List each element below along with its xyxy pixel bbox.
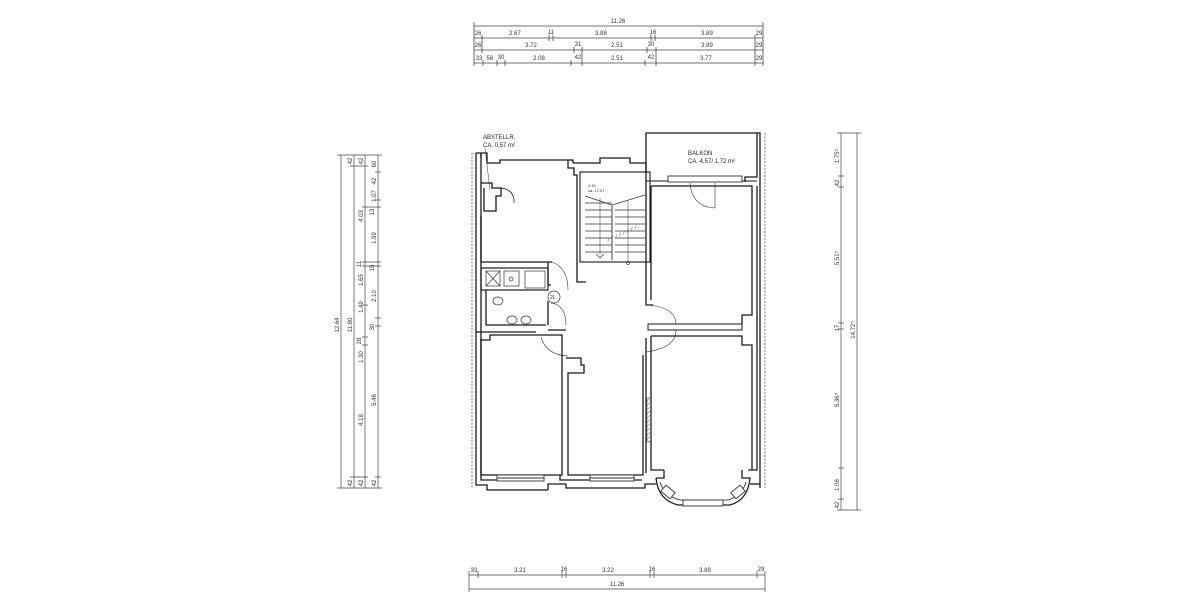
dim-label: 1.49 [359, 301, 365, 313]
dim-label: 2.51 [611, 43, 623, 49]
dim-label: 16 [649, 567, 656, 573]
dim-label: 42 [372, 177, 378, 184]
sanitary-fixtures [485, 270, 561, 325]
dim-label: 5.51⁵ [834, 250, 841, 265]
dim-label: 31 [575, 42, 582, 48]
dim-top-overall: 11.26 [611, 19, 626, 25]
toilet-icon [492, 296, 504, 306]
dim-label: 3.88 [595, 31, 607, 37]
stair-note: X St. [588, 183, 597, 188]
dim-label: 1.99 [372, 232, 378, 244]
dim-label: 30 [648, 42, 655, 48]
dim-label: 1.08 [835, 479, 841, 491]
balkon-title: BALKON [688, 151, 712, 157]
dim-label: 13 [370, 208, 376, 215]
dim-label: 11 [357, 260, 363, 267]
hatched-walls [605, 224, 652, 443]
dim-label: 3.22 [602, 568, 614, 574]
dim-label: 26 [475, 31, 482, 37]
top-dimension-labels: 11.26 26 2.67 11 3.88 16 3.89 29 26 3.72… [475, 19, 763, 62]
dim-label: 15 [370, 264, 376, 271]
dim-bottom-overall: 11.26 [610, 582, 625, 588]
top-dimension-chains [473, 22, 764, 66]
dim-label: 29 [758, 567, 765, 573]
dim-label: 1.65 [359, 274, 365, 286]
dim-label: 42 [348, 479, 354, 486]
dim-label: 42 [348, 157, 354, 164]
dim-label: 2.67 [509, 31, 521, 37]
dim-label: 16 [650, 30, 657, 36]
door-swings [540, 182, 716, 357]
dim-label: 42 [835, 501, 841, 508]
dim-label: 3.21 [514, 568, 526, 574]
washbasin-icon [506, 315, 518, 325]
dim-label: 42 [359, 157, 365, 164]
room-labels: ABSTELLR. CA. 0,57 m² BALKON CA. 4,57/ 1… [483, 135, 735, 301]
dim-label: 56 [487, 56, 494, 62]
right-dimension-labels: 1.75⁵ 42 5.51⁵ 17 5.36⁵ 1.08 42 14.72⁵ [834, 148, 857, 508]
dim-label: 3.72 [525, 43, 537, 49]
dim-left-overall: 12.64 [335, 317, 341, 333]
dim-right-overall: 14.72⁵ [850, 321, 857, 339]
dim-label: 42 [359, 479, 365, 486]
dim-label: 42 [648, 55, 655, 61]
dim-label: 1.75⁵ [834, 148, 841, 163]
dim-label: 1.30 [359, 351, 365, 363]
dim-label: 30 [370, 323, 376, 330]
abstell-leader [484, 147, 491, 191]
wc-tag-circle [547, 290, 561, 304]
dim-label: 2.51 [611, 56, 623, 62]
dim-label: 60 [372, 160, 378, 167]
dim-label: 2.10 [372, 290, 378, 302]
dim-label: 33 [471, 568, 478, 574]
windows [496, 175, 746, 507]
dim-label: 3.89 [701, 31, 713, 37]
dim-label: 5.36⁵ [834, 392, 841, 407]
dim-label: 11.80 [348, 317, 354, 332]
dim-label: 3.77 [700, 56, 712, 62]
dim-label: 42 [575, 55, 582, 61]
wc-tag: 2L [550, 295, 556, 301]
dim-label: 4.03 [359, 210, 365, 222]
left-dimension-labels: 12.64 42 11.80 42 42 4.03 11 1.65 1.49 2… [335, 157, 378, 486]
washbasin-icon [520, 315, 532, 325]
dim-label: 5.46 [372, 394, 378, 406]
right-dimension-chains [837, 132, 861, 511]
dim-label: 42 [372, 479, 378, 486]
dim-label: 16 [561, 567, 568, 573]
stair-note: ca. 17,07 [588, 188, 605, 193]
dim-label: 28 [357, 337, 363, 344]
bottom-dimension-chains [468, 571, 766, 592]
staircase [584, 194, 646, 265]
abstell-title: ABSTELLR. [483, 135, 516, 141]
shower-icon [485, 270, 501, 287]
dim-label: 3.89 [701, 43, 713, 49]
dim-label: 29 [756, 56, 763, 62]
bathtub-icon [524, 270, 546, 289]
dim-label: 4.18 [359, 414, 365, 426]
dim-label: 30 [498, 55, 505, 61]
dim-label: 29 [756, 43, 763, 49]
dim-label: 33 [476, 56, 483, 62]
left-dimension-chains [337, 154, 382, 489]
dim-label: 3.89 [699, 568, 711, 574]
dim-label: 17 [835, 324, 841, 331]
bottom-dimension-labels: 33 3.21 16 3.22 16 3.89 29 11.26 [471, 567, 765, 588]
dim-label: 1.07 [372, 190, 378, 202]
dim-label: 2.08 [533, 56, 545, 62]
abstell-area: CA. 0,57 m² [483, 143, 515, 149]
dim-label: 42 [835, 179, 841, 186]
sink-icon [503, 270, 520, 287]
dim-label: 26 [475, 43, 482, 49]
building-outline-dashed [471, 133, 766, 488]
dim-label: 29 [756, 31, 763, 37]
walls [475, 132, 761, 506]
dim-label: 11 [548, 30, 555, 36]
balkon-area: CA. 4,57/ 1,72 m² [688, 159, 735, 165]
